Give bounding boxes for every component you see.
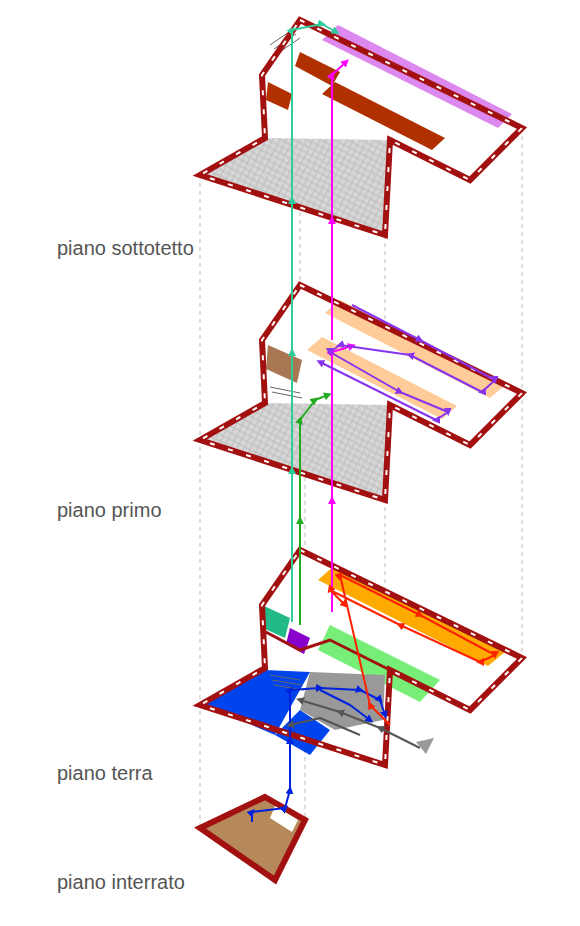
floor-slab [200, 20, 522, 235]
room-fill [266, 345, 302, 383]
route-line [300, 395, 328, 625]
stair-line [272, 392, 302, 398]
route-line [332, 346, 352, 612]
floor-slab [200, 285, 522, 500]
route-line [332, 62, 346, 340]
floor-label: piano sottotetto [57, 236, 194, 260]
entrance-route [300, 700, 420, 748]
floor-slab [200, 550, 522, 765]
first-floor-plan [200, 285, 522, 500]
circulation-routes [252, 24, 495, 822]
window-openings [200, 285, 522, 500]
interior-wall [262, 630, 390, 670]
exterior-wall [200, 20, 522, 235]
attic-floor-plan [200, 20, 522, 235]
route-line [252, 688, 385, 822]
floor-label: piano primo [57, 498, 162, 522]
route-line [320, 690, 370, 720]
entrance-route [290, 718, 360, 735]
stair-symbol [270, 387, 302, 398]
entrance-marker [416, 738, 434, 754]
basement-room [200, 797, 305, 880]
basement-plan [200, 797, 305, 880]
room-fill [322, 82, 445, 150]
room-fill [325, 300, 505, 398]
ground-floor-plan [200, 550, 522, 765]
room-fill [295, 52, 340, 86]
guide-line [200, 175, 201, 828]
room-fill [266, 82, 292, 110]
stair-symbol [270, 675, 304, 690]
exterior-wall [200, 550, 522, 765]
window-openings [200, 550, 522, 765]
room-fill [300, 672, 385, 730]
route-line [292, 24, 336, 622]
stair-line [270, 675, 300, 680]
route-line [320, 305, 495, 420]
floor-label: piano interrato [57, 870, 185, 894]
guide-lines [200, 20, 522, 828]
floor-label: piano terra [57, 761, 153, 785]
window-openings [200, 20, 522, 235]
exterior-wall [200, 285, 522, 500]
route-line [330, 575, 495, 725]
stair-line [272, 680, 302, 685]
